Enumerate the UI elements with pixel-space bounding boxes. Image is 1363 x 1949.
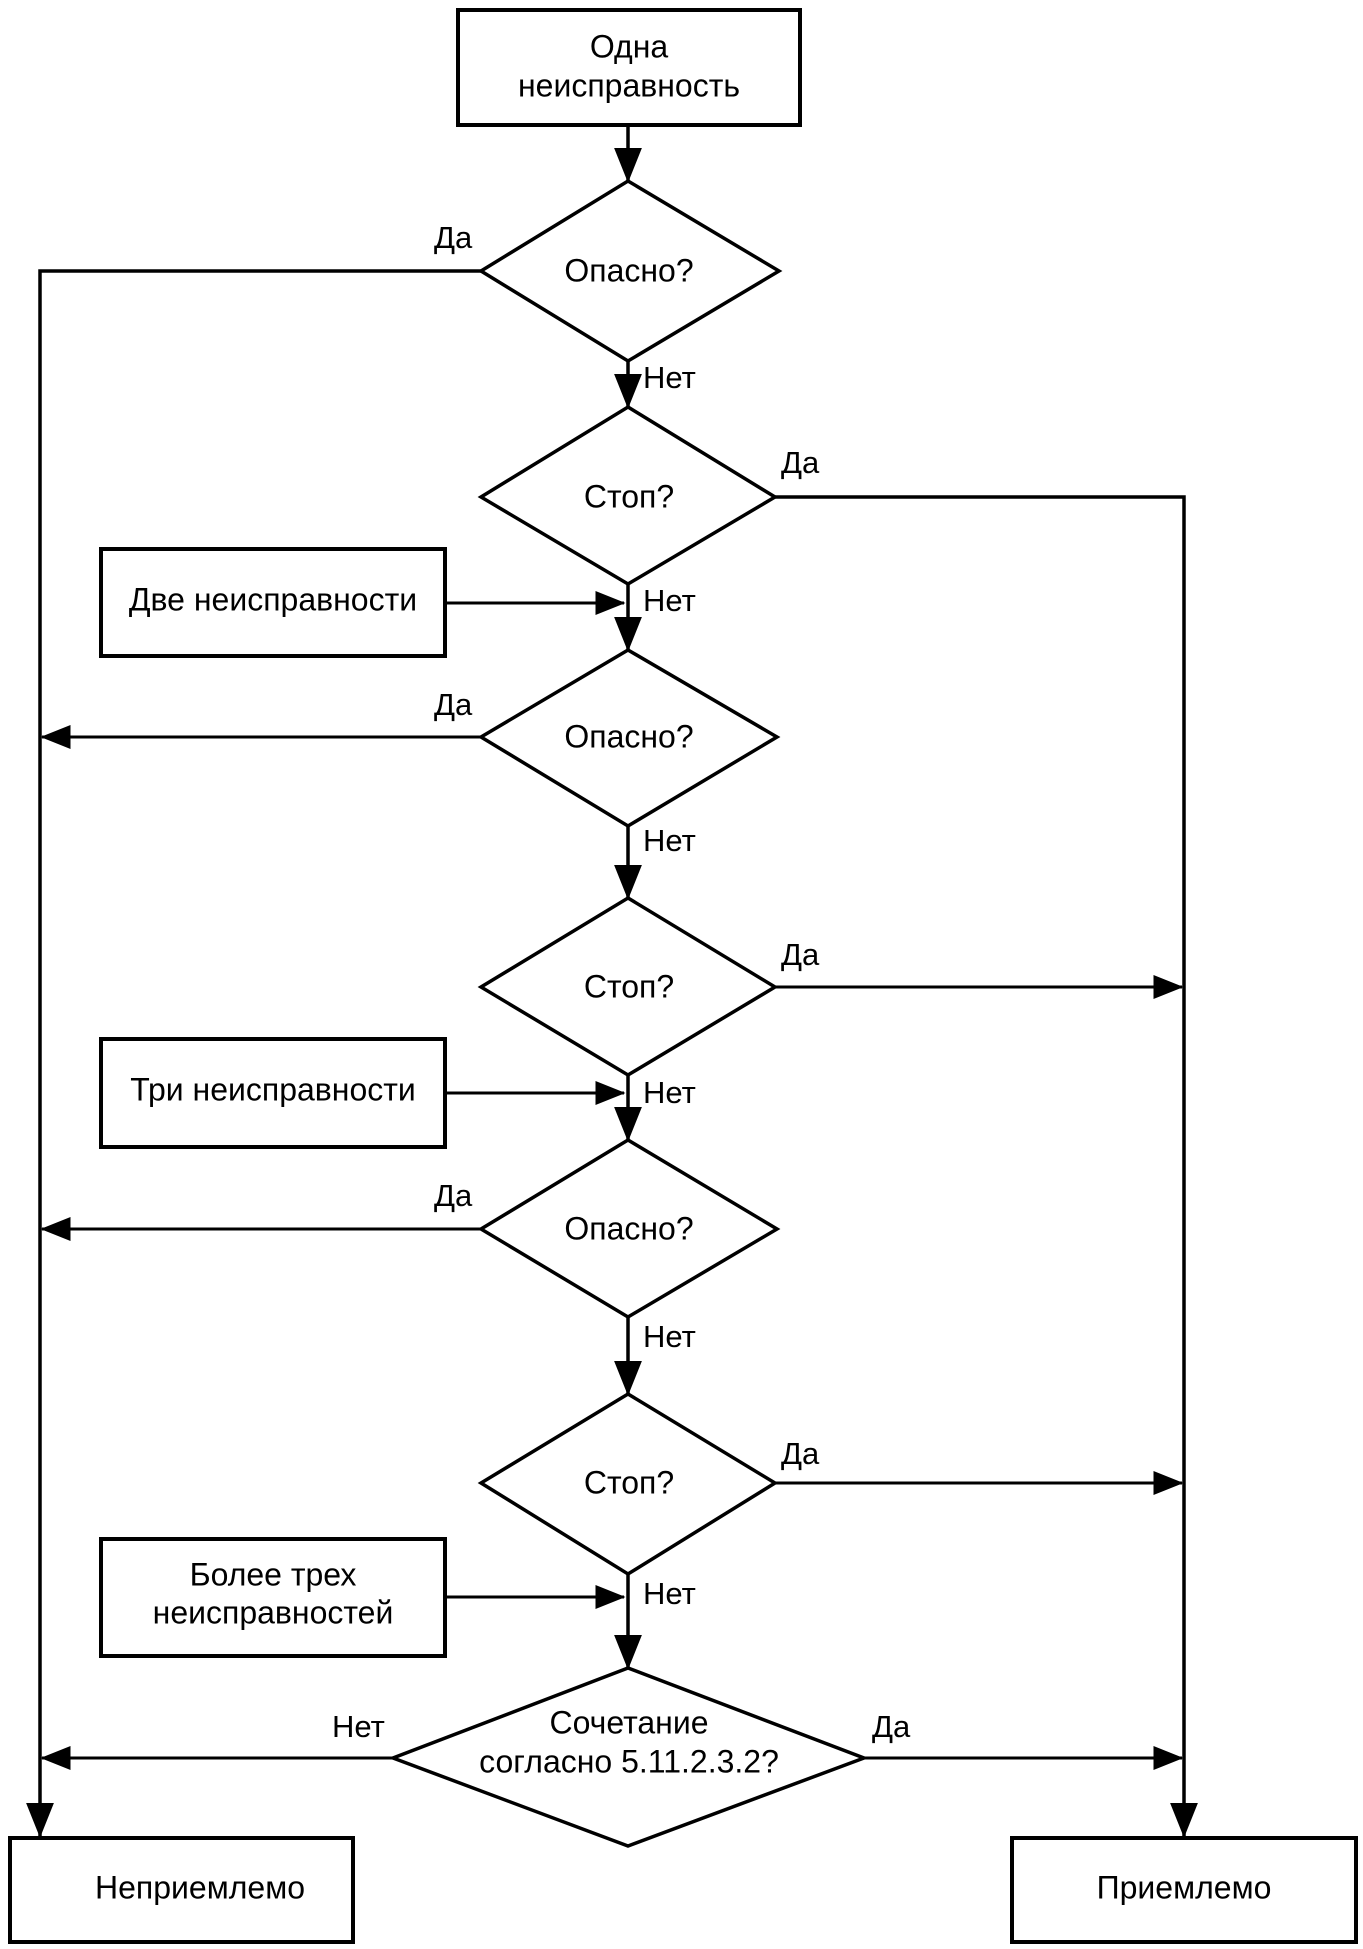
decision-q5: Опасно?: [477, 1137, 781, 1320]
decision-q7: Сочетание согласно 5.11.2.3.2?: [388, 1666, 869, 1848]
q4-label: Стоп?: [584, 968, 674, 1004]
connectors: [26, 125, 1198, 1838]
q4-no-label: Нет: [643, 1075, 696, 1110]
q1-no-label: Нет: [643, 360, 696, 395]
decision-q3: Опасно?: [477, 647, 781, 829]
decision-q6: Стоп?: [477, 1391, 779, 1577]
q2-label: Стоп?: [584, 478, 674, 514]
q5-label: Опасно?: [564, 1210, 693, 1246]
more-faults-node: Более трех неисправностей: [99, 1537, 447, 1658]
q7-label-line1: Сочетание: [549, 1704, 708, 1740]
three-faults-label: Три неисправности: [130, 1071, 416, 1107]
decision-q2: Стоп?: [477, 404, 779, 587]
acceptable-node: Приемлемо: [1010, 1836, 1358, 1944]
edge-q2-yes: [775, 495, 1198, 1838]
q2-no-label: Нет: [643, 583, 696, 618]
two-faults-node: Две неисправности: [99, 547, 447, 658]
start-label-line2: неисправность: [518, 67, 740, 103]
q3-yes-label: Да: [434, 687, 473, 722]
two-faults-label: Две неисправности: [129, 581, 417, 617]
q7-no-label: Нет: [332, 1709, 385, 1744]
q6-label: Стоп?: [584, 1464, 674, 1500]
q5-yes-label: Да: [434, 1178, 473, 1213]
start-node: Одна неисправность: [456, 8, 802, 127]
start-label-line1: Одна: [590, 28, 669, 64]
unacceptable-node: Неприемлемо: [8, 1836, 355, 1944]
q3-label: Опасно?: [564, 718, 693, 754]
q6-no-label: Нет: [643, 1576, 696, 1611]
edge-q1-yes: [26, 269, 481, 1838]
q5-no-label: Нет: [643, 1319, 696, 1354]
more-faults-label-line2: неисправностей: [153, 1594, 394, 1630]
q7-yes-label: Да: [872, 1709, 911, 1744]
more-faults-label-line1: Более трех: [190, 1556, 357, 1592]
q3-no-label: Нет: [643, 823, 696, 858]
q7-label-line2: согласно 5.11.2.3.2?: [479, 1743, 779, 1779]
q6-yes-label: Да: [781, 1436, 820, 1471]
acceptable-label: Приемлемо: [1097, 1869, 1272, 1905]
decision-q4: Стоп?: [477, 895, 779, 1078]
three-faults-node: Три неисправности: [99, 1037, 447, 1149]
q1-label: Опасно?: [564, 252, 693, 288]
q4-yes-label: Да: [781, 937, 820, 972]
q1-yes-label: Да: [434, 220, 473, 255]
unacceptable-label: Неприемлемо: [95, 1869, 305, 1905]
decision-q1: Опасно?: [477, 178, 783, 364]
q2-yes-label: Да: [781, 445, 820, 480]
